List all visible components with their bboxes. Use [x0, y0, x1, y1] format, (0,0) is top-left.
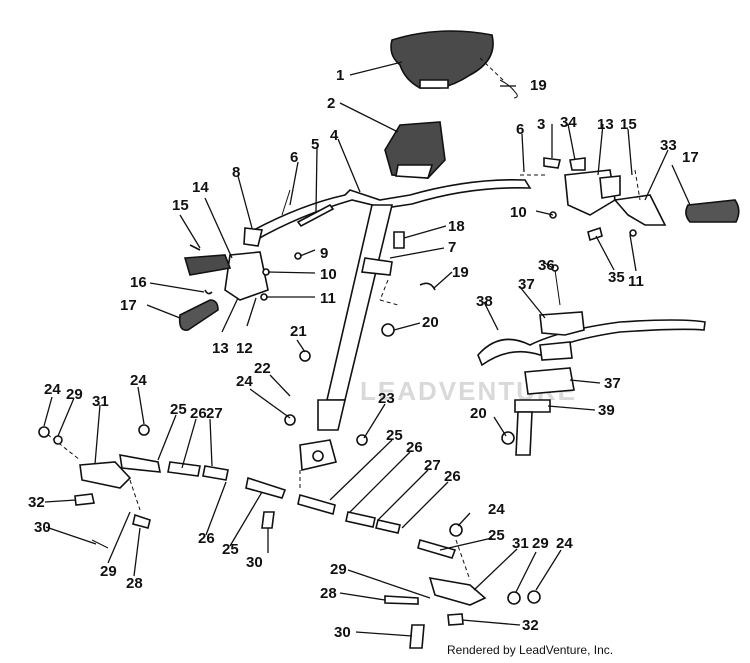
callout-label: 32: [522, 617, 539, 634]
callout-label: 24: [130, 372, 147, 389]
callout-label: 26: [406, 439, 423, 456]
lower-handlebar-part: [477, 311, 706, 456]
callout-label: 4: [330, 127, 339, 144]
callout-label: 29: [330, 561, 347, 578]
callout-label: 26: [190, 405, 207, 422]
callout-label: 7: [448, 239, 456, 256]
callout-label: 8: [232, 164, 240, 181]
steering-column-part: [299, 204, 394, 471]
callout-label: 25: [170, 401, 187, 418]
callout-label: 15: [620, 116, 637, 133]
callout-label: 1: [336, 67, 344, 84]
left-switch-housing: [183, 227, 269, 301]
callout-label: 38: [476, 293, 493, 310]
callout-label: 2: [327, 95, 335, 112]
callout-label: 27: [424, 457, 441, 474]
callout-label: 11: [628, 273, 644, 290]
callout-label: 25: [386, 427, 403, 444]
callout-label: 29: [66, 386, 83, 403]
callout-label: 25: [488, 527, 505, 544]
callout-label: 30: [34, 519, 51, 536]
callout-label: 19: [452, 264, 469, 281]
callout-label: 32: [28, 494, 45, 511]
seat-cover-part: [390, 30, 494, 89]
callout-label: 9: [320, 245, 328, 262]
callout-label: 26: [198, 530, 215, 547]
callout-label: 36: [538, 257, 555, 274]
footer-credit: Rendered by LeadVenture, Inc.: [447, 643, 614, 657]
strap-19-top: [499, 79, 518, 99]
linkage-left: [74, 454, 287, 549]
callout-label: 6: [290, 149, 298, 166]
callout-label: 39: [598, 402, 615, 419]
callout-label: 17: [120, 297, 137, 314]
callout-label: 23: [378, 390, 395, 407]
callout-label: 19: [530, 77, 547, 94]
callout-label: 22: [254, 360, 271, 377]
callout-label: 31: [92, 393, 109, 410]
right-switch-housing: [543, 157, 621, 216]
callout-label: 17: [682, 149, 699, 166]
callout-label: 18: [448, 218, 465, 235]
callout-label: 34: [560, 114, 577, 131]
callout-label: 25: [222, 541, 239, 558]
callout-label: 24: [488, 501, 505, 518]
callout-label: 28: [320, 585, 337, 602]
callout-label: 3: [537, 116, 545, 133]
right-grip-part: [685, 199, 740, 223]
callout-label: 27: [206, 405, 223, 422]
callout-label: 20: [470, 405, 487, 422]
callout-label: 14: [192, 179, 209, 196]
callout-label: 37: [518, 276, 535, 293]
pad-part: [384, 121, 446, 179]
callout-label: 26: [444, 468, 461, 485]
callout-label: 21: [290, 323, 307, 340]
callout-label: 10: [320, 266, 337, 283]
callout-label: 37: [604, 375, 621, 392]
callout-label: 24: [44, 381, 61, 398]
linkage-right: [297, 493, 541, 649]
callout-label: 13: [597, 116, 614, 133]
callout-label: 12: [236, 340, 253, 357]
callout-label: 29: [532, 535, 549, 552]
callout-label: 24: [236, 373, 253, 390]
callout-label: 6: [516, 121, 524, 138]
callout-label: 30: [334, 624, 351, 641]
callout-label: 13: [212, 340, 229, 357]
callout-label: 30: [246, 554, 263, 571]
lever-33-part: [613, 194, 667, 226]
callout-label: 24: [556, 535, 573, 552]
callout-label: 11: [320, 290, 336, 307]
left-grip-part: [178, 299, 219, 332]
callout-label: 33: [660, 137, 677, 154]
callout-label: 10: [510, 204, 527, 221]
callout-label: 35: [608, 269, 625, 286]
callout-label: 20: [422, 314, 439, 331]
callout-label: 5: [311, 136, 319, 153]
callout-label: 29: [100, 563, 117, 580]
callout-label: 16: [130, 274, 147, 291]
callout-label: 31: [512, 535, 529, 552]
callout-label: 28: [126, 575, 143, 592]
callout-label: 15: [172, 197, 189, 214]
